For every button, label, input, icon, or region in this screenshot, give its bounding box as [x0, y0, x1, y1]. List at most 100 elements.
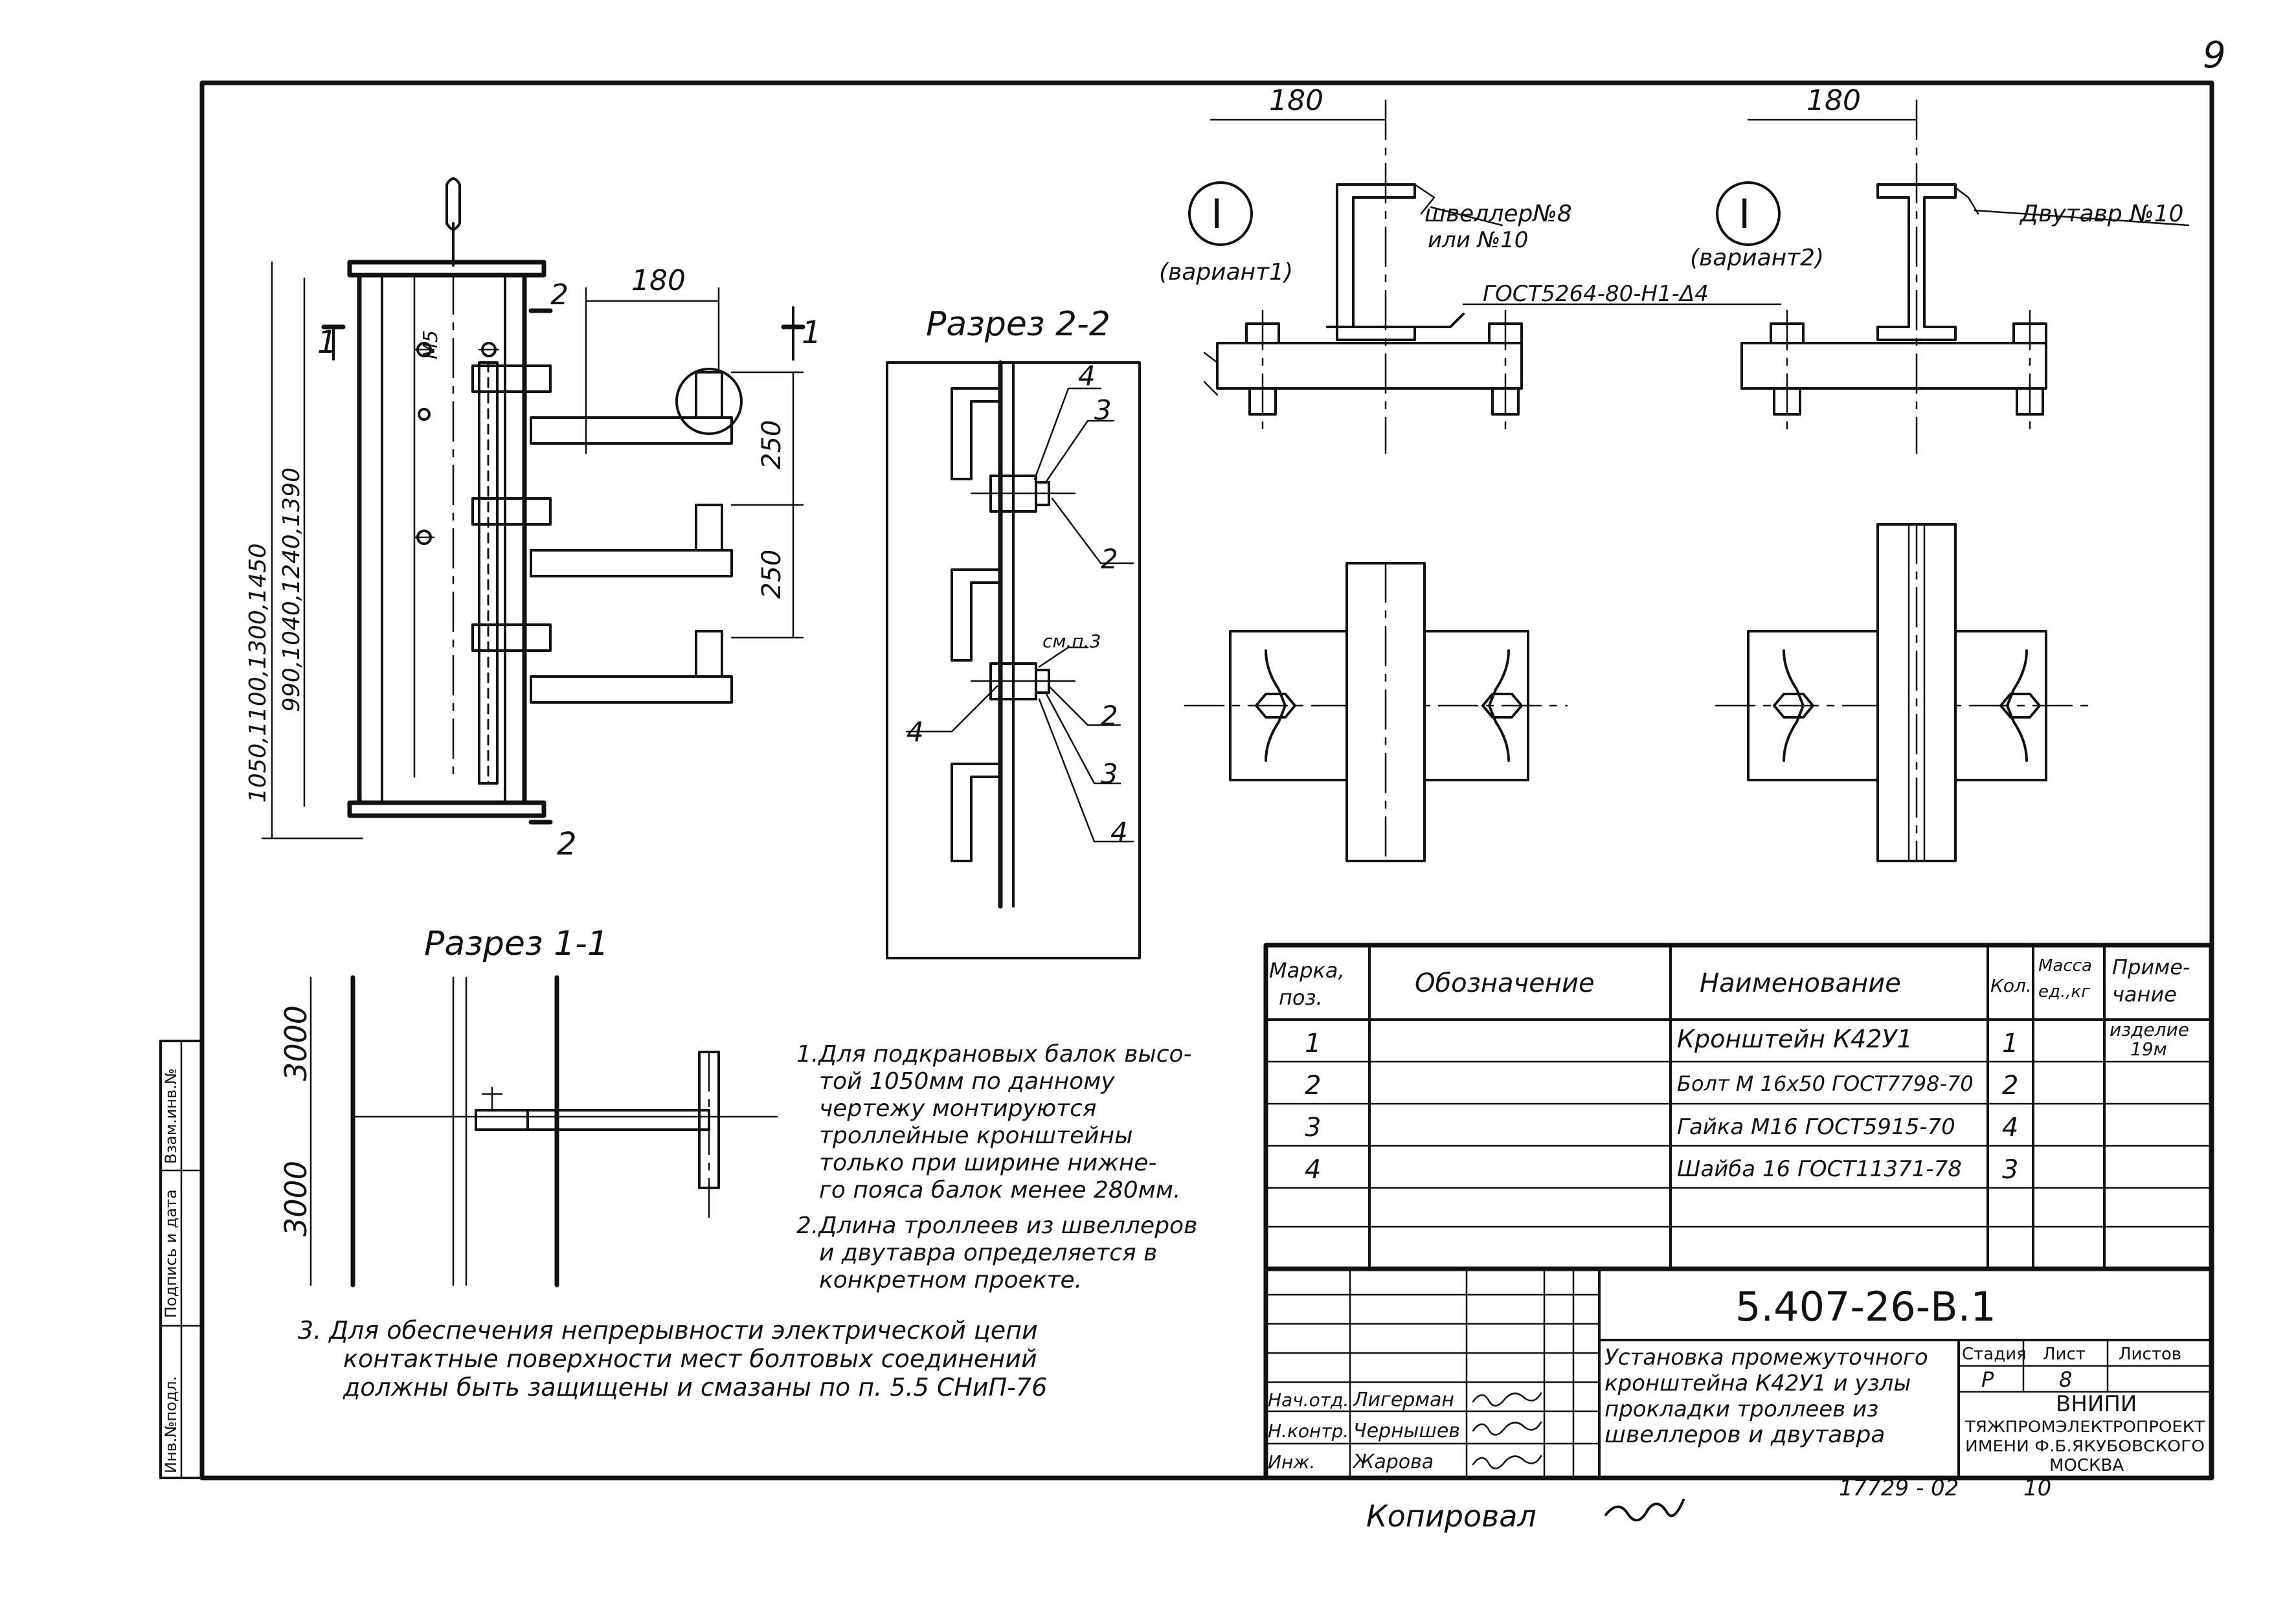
callout-4-bottom: 4 [1110, 816, 1128, 848]
dim-250-top: 250 [757, 420, 787, 469]
spec-header-name: Наименование [1700, 968, 1901, 998]
section-2-2: Разрез 2-2 4 3 2 см.п.3 4 2 3 4 [886, 305, 1141, 959]
callout-2-top: 2 [1101, 543, 1118, 575]
dim-180-main: 180 [631, 264, 686, 297]
variant-2-detail: 180 I (вариант2) Двутавр №10 [1690, 84, 2190, 862]
section-2-2-title: Разрез 2-2 [926, 305, 1110, 344]
spec-header-mass-1: Масса [2038, 956, 2092, 976]
note-line-4: троллейные кронштейны [819, 1123, 1133, 1149]
variant-1-mark: I [1211, 190, 1222, 238]
signer-role-3: Инж. [1268, 1451, 1315, 1473]
signer-name-3: Жарова [1352, 1451, 1434, 1473]
organization-line-3: ИМЕНИ Ф.Б.ЯКУБОВСКОГО [1965, 1437, 2205, 1455]
notes-block: 1.Для подкрановых балок высо- той 1050мм… [298, 1041, 1197, 1402]
section-mark-2-top: 2 [550, 278, 568, 311]
callout-4-left: 4 [906, 716, 924, 748]
drawing-title-4: швеллеров и двутавра [1604, 1422, 1885, 1448]
spec-row-4-pos: 4 [1305, 1155, 1321, 1185]
drawing-title-1: Установка промежуточного [1604, 1345, 1928, 1370]
drawing-title-3: прокладки троллеев из [1604, 1396, 1878, 1422]
spec-row-1-pos: 1 [1305, 1029, 1321, 1058]
note3-line-1: 3. Для обеспечения непрерывности электри… [298, 1316, 1038, 1345]
spec-row-2-pos: 2 [1305, 1071, 1321, 1101]
spec-row-2-qty: 2 [2002, 1071, 2018, 1101]
spec-row-3-name: Гайка М16 ГОСТ5915-70 [1677, 1114, 1955, 1140]
spec-header-note-1: Приме- [2112, 955, 2190, 979]
variant-2-profile: Двутавр №10 [2019, 201, 2183, 227]
drawing-frame [159, 80, 2214, 1481]
dim-height-outer: 1050,1100,1300,1450 [245, 543, 271, 803]
note-line-3: чертежу монтируются [819, 1095, 1097, 1122]
spec-header-qty: Кол. [1990, 975, 2032, 996]
signer-role-1: Нач.отд. [1268, 1389, 1349, 1411]
note-line-6: го пояса балок менее 280мм. [819, 1177, 1180, 1203]
page-number: 9 [2203, 34, 2226, 76]
callout-see-note: см.п.3 [1042, 631, 1101, 652]
specification-table: Марка, поз. Обозначение Наименование Кол… [1263, 943, 2214, 1271]
signer-name-1: Лигерман [1353, 1389, 1454, 1411]
spec-row-1-note-1: изделие [2110, 1019, 2189, 1040]
archive-sheet: 10 [2023, 1475, 2051, 1501]
stage-value: Р [1981, 1367, 1994, 1392]
spec-row-3-qty: 4 [2002, 1113, 2018, 1143]
note-line-9: конкретном проекте. [819, 1267, 1082, 1293]
dim-height-inner: 990,1040,1240,1390 [278, 467, 305, 712]
organization-line-1: ВНИПИ [2056, 1391, 2137, 1417]
stage-label: Стадия [1962, 1345, 2027, 1364]
callout-3-top: 3 [1094, 394, 1112, 426]
spec-row-3-pos: 3 [1305, 1113, 1321, 1143]
sheets-label: Листов [2119, 1345, 2181, 1364]
signer-role-2: Н.контр. [1268, 1420, 1349, 1442]
copier-signature [1604, 1499, 1685, 1522]
signatures [1472, 1392, 1542, 1470]
spec-header-mark-1: Марка, [1269, 958, 1345, 983]
weld-note: ГОСТ5264-80-Н1-Δ4 [1483, 281, 1709, 307]
signer-name-2: Чернышев [1353, 1420, 1460, 1442]
variant-1-profile-line1: швеллер№8 [1424, 201, 1572, 227]
variant-1-label: (вариант1) [1159, 259, 1293, 285]
organization-line-4: МОСКВА [2049, 1456, 2124, 1475]
dim-180-variant2: 180 [1806, 84, 1861, 117]
variant-1-detail: 180 I (вариант1) швеллер№8 или №10 ГОСТ5… [1159, 84, 1782, 862]
title-block: 5.407-26-В.1 Установка промежуточного кр… [1263, 1266, 2214, 1481]
note-line-7: 2.Длина троллеев из швеллеров [796, 1213, 1197, 1239]
callout-4-top: 4 [1078, 360, 1096, 392]
callout-3-bottom: 3 [1101, 758, 1118, 790]
section-1-1-title: Разрез 1-1 [424, 924, 609, 963]
variant-2-label: (вариант2) [1690, 245, 1824, 271]
spec-header-mark-2: поз. [1279, 985, 1323, 1010]
spec-row-4-name: Шайба 16 ГОСТ11371-78 [1677, 1156, 1962, 1182]
svg-text:Взам.инв.№: Взам.инв.№ [162, 1068, 180, 1164]
main-elevation-view: 180 250 250 1050,1100,1300,1450 990,1040… [245, 177, 822, 862]
dim-hole-m5: М5 [420, 330, 442, 359]
note-line-5: только при ширине нижне- [819, 1150, 1156, 1176]
spec-row-2-name: Болт М 16х50 ГОСТ7798-70 [1677, 1071, 1974, 1096]
dim-180-variant1: 180 [1269, 84, 1323, 117]
spec-header-designation: Обозначение [1415, 968, 1595, 998]
note-line-1: 1.Для подкрановых балок высо- [796, 1041, 1192, 1068]
section-1-1: Разрез 1-1 3000 3000 [278, 924, 778, 1288]
spec-row-1-name: Кронштейн К42У1 [1677, 1025, 1913, 1053]
spec-row-1-note-2: 19м [2130, 1038, 2167, 1060]
variant-2-mark: I [1739, 190, 1750, 238]
spec-header-mass-2: ед.,кг [2038, 982, 2090, 1001]
section-mark-1-left: 1 [317, 324, 337, 361]
note3-line-3: должны быть защищены и смазаны по п. 5.5… [343, 1373, 1047, 1402]
section-mark-2-bottom: 2 [557, 826, 577, 862]
archive-number: 17729 - 02 [1839, 1475, 1959, 1501]
sheet-label: Лист [2043, 1345, 2086, 1364]
dim-3000-bottom: 3000 [278, 1161, 313, 1236]
dim-3000-top: 3000 [278, 1005, 313, 1081]
svg-text:Инв.№подл.: Инв.№подл. [162, 1376, 180, 1473]
spec-header-note-2: чание [2112, 982, 2177, 1007]
copied-by-label: Копировал [1366, 1499, 1536, 1534]
document-code: 5.407-26-В.1 [1735, 1283, 1996, 1330]
spec-row-1-qty: 1 [2002, 1029, 2018, 1058]
bracket-arms [471, 364, 743, 704]
hole-marks [413, 342, 500, 545]
svg-text:Подпись и дата: Подпись и дата [162, 1189, 180, 1318]
drawing-title-2: кронштейна К42У1 и узлы [1604, 1370, 1911, 1396]
side-stamp: Взам.инв.№ Подпись и дата Инв.№подл. [162, 1068, 180, 1473]
organization-line-2: ТЯЖПРОМЭЛЕКТРОПРОЕКТ [1964, 1418, 2205, 1436]
